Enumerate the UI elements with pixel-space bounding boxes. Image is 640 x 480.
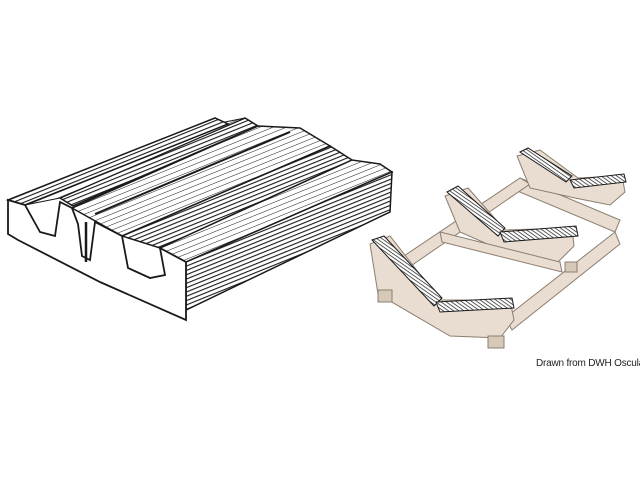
keel-profile-drawing: [5, 117, 394, 322]
keel-cradle-drawing: [369, 147, 627, 349]
image-credit: Drawn from DWH Osculati SpA: [536, 358, 640, 369]
